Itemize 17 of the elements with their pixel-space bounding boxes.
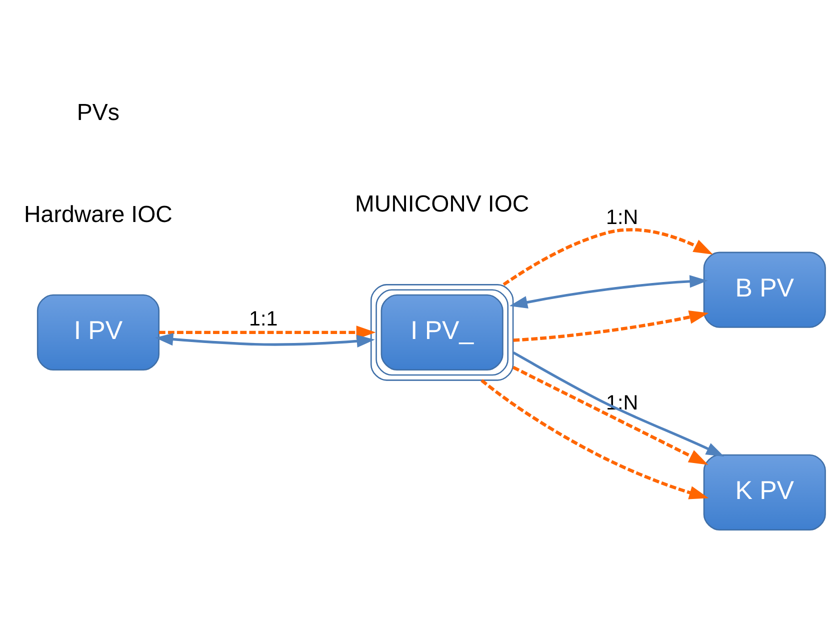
arrow: [480, 379, 709, 500]
label: Hardware IOC: [24, 200, 172, 227]
label: PVs: [76, 99, 120, 126]
arrow: [512, 352, 724, 457]
edge-label: 1:N: [606, 206, 638, 229]
node-box: I PV: [36, 294, 160, 370]
node-box: K PV: [703, 454, 826, 530]
arrow: [158, 326, 376, 340]
arrow: [509, 275, 708, 308]
arrow: [155, 333, 375, 348]
node-box: B PV: [703, 252, 826, 328]
arrow: [512, 366, 708, 465]
arrow: [502, 228, 713, 286]
node-box: I PV_: [370, 284, 514, 381]
edge-label: 1:1: [249, 308, 278, 331]
label: MUNICONV IOC: [355, 190, 530, 217]
arrow: [513, 310, 709, 342]
